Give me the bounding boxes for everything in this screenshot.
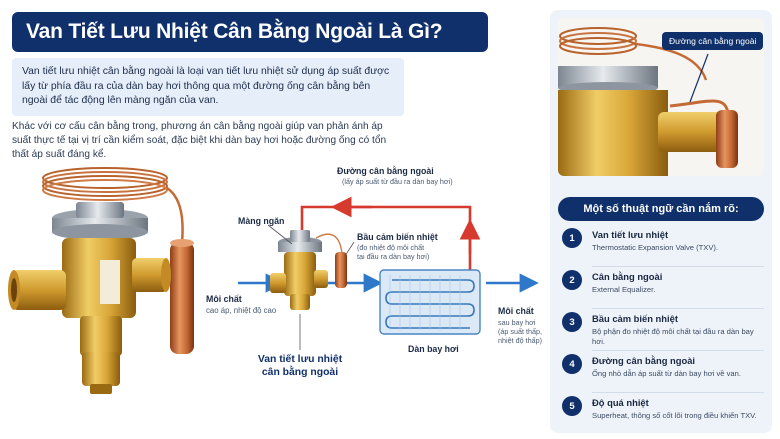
closeup-photo: Đường cân bằng ngoài bbox=[558, 18, 764, 176]
term-name: Độ quá nhiệt bbox=[592, 397, 649, 408]
term-item: 2 Cân bằng ngoài External Equalizer. bbox=[558, 268, 764, 310]
term-description: Ống nhỏ dẫn áp suất từ dàn bay hơi về va… bbox=[592, 369, 741, 378]
divider bbox=[592, 350, 764, 351]
inlet-label: Môi chất bbox=[206, 294, 242, 304]
title-banner: Van Tiết Lưu Nhiệt Cân Bằng Ngoài Là Gì? bbox=[12, 12, 488, 52]
term-number-badge: 3 bbox=[562, 312, 582, 332]
term-description: Thermostatic Expansion Valve (TXV). bbox=[592, 243, 719, 252]
outlet-note-2: (áp suất thấp, bbox=[498, 327, 542, 336]
term-name: Bầu cảm biến nhiệt bbox=[592, 313, 678, 324]
term-name: Cân bằng ngoài bbox=[592, 271, 663, 282]
valve-photo-icon bbox=[8, 167, 194, 394]
diagram-illustration bbox=[8, 167, 539, 394]
sensing-bulb-icon bbox=[335, 252, 347, 288]
divider bbox=[592, 308, 764, 309]
term-item: 3 Bầu cảm biến nhiệt Bộ phận đo nhiệt độ… bbox=[558, 310, 764, 352]
term-description: External Equalizer. bbox=[592, 285, 656, 294]
outlet-note-1: sau bay hơi bbox=[498, 318, 536, 327]
intro-text: Van tiết lưu nhiệt cân bằng ngoài là loạ… bbox=[22, 66, 390, 106]
sensing-bulb-note-2: tại đầu ra dàn bay hơi) bbox=[357, 252, 430, 261]
closeup-badge: Đường cân bằng ngoài bbox=[662, 32, 764, 50]
divider bbox=[592, 266, 764, 267]
term-number-badge: 2 bbox=[562, 270, 582, 290]
term-item: 1 Van tiết lưu nhiệt Thermostatic Expans… bbox=[558, 226, 764, 268]
terms-header: Một số thuật ngữ cần nắm rõ: bbox=[558, 197, 764, 221]
explanation-text: Khác với cơ cấu cân bằng trong, phương á… bbox=[12, 121, 387, 160]
equalizer-line-label: Đường cân bằng ngoài bbox=[337, 166, 434, 176]
sensing-bulb-note-1: (đo nhiệt độ môi chất bbox=[357, 243, 425, 252]
valve-diagram: Đường cân bằng ngoài (lấy áp suất từ đầu… bbox=[0, 160, 545, 439]
right-panel: Đường cân bằng ngoài Một số thuật ngữ cầ… bbox=[550, 10, 772, 433]
term-item: 4 Đường cân bằng ngoài Ống nhỏ dẫn áp su… bbox=[558, 352, 764, 394]
outlet-note-3: nhiệt độ thấp) bbox=[498, 336, 542, 345]
sensing-bulb-label: Bầu cảm biến nhiệt bbox=[357, 232, 438, 242]
term-number-badge: 1 bbox=[562, 228, 582, 248]
evaporator-icon bbox=[379, 269, 481, 335]
outlet-label: Môi chất bbox=[498, 306, 534, 316]
term-name: Van tiết lưu nhiệt bbox=[592, 229, 669, 240]
valve-main-label: Van tiết lưu nhiệt cân bằng ngoài bbox=[250, 353, 350, 379]
term-description: Bộ phận đo nhiệt độ môi chất tại đầu ra … bbox=[592, 327, 754, 346]
intro-box: Van tiết lưu nhiệt cân bằng ngoài là loạ… bbox=[12, 58, 404, 116]
term-item: 5 Độ quá nhiệt Superheat, thông số cốt l… bbox=[558, 394, 764, 436]
term-description: Superheat, thông số cốt lõi trong điều k… bbox=[592, 411, 757, 420]
valve-main-label-line2: cân bằng ngoài bbox=[261, 367, 339, 378]
terms-list: 1 Van tiết lưu nhiệt Thermostatic Expans… bbox=[558, 226, 764, 436]
schematic-valve-icon bbox=[270, 230, 328, 310]
valve-main-label-line1: Van tiết lưu nhiệt bbox=[257, 354, 343, 365]
term-number-badge: 5 bbox=[562, 396, 582, 416]
page-title: Van Tiết Lưu Nhiệt Cân Bằng Ngoài Là Gì? bbox=[26, 20, 443, 43]
diaphragm-label: Màng ngăn bbox=[238, 216, 285, 226]
evaporator-label: Dàn bay hơi bbox=[408, 344, 459, 354]
term-name: Đường cân bằng ngoài bbox=[592, 355, 696, 366]
divider bbox=[592, 392, 764, 393]
equalizer-line-note: (lấy áp suất từ đầu ra dàn bay hơi) bbox=[342, 177, 453, 186]
inlet-note: cao áp, nhiệt độ cao bbox=[206, 306, 277, 315]
term-number-badge: 4 bbox=[562, 354, 582, 374]
